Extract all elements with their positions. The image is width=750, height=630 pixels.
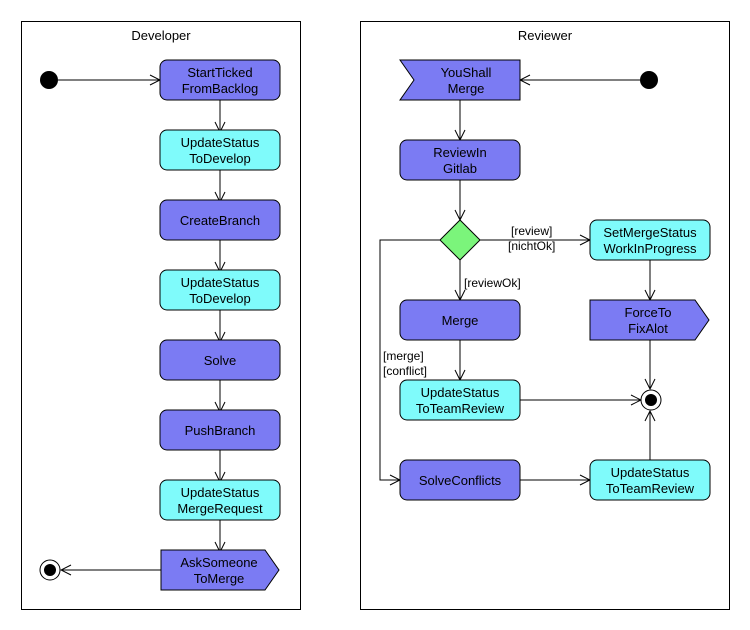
review-in-gitlab-line2: Gitlab: [443, 161, 477, 176]
guard-review-ok: [reviewOk]: [464, 276, 521, 290]
start-ticket-label-line2: FromBacklog: [182, 81, 259, 96]
developer-lane-title: Developer: [131, 28, 191, 43]
guard-conflict: [conflict]: [383, 364, 427, 378]
developer-start-node: [40, 71, 58, 89]
guard-review: [review]: [511, 224, 552, 238]
update-status-team-review-2-line2: ToTeamReview: [606, 481, 695, 496]
review-in-gitlab-line1: ReviewIn: [433, 145, 486, 160]
update-status-team-review-2-line1: UpdateStatus: [611, 465, 690, 480]
force-to-fix-line2: FixAlot: [628, 321, 668, 336]
update-status-team-review-1-node: UpdateStatus ToTeamReview: [399, 379, 521, 421]
update-status-team-review-1-line1: UpdateStatus: [421, 385, 500, 400]
update-status-develop-2-node: UpdateStatus ToDevelop: [159, 269, 281, 311]
review-in-gitlab-node: ReviewIn Gitlab: [399, 139, 521, 181]
update-status-merge-request-node: UpdateStatus MergeRequest: [159, 479, 281, 521]
start-ticket-label-line1: StartTicked: [187, 65, 252, 80]
force-to-fix-alot-node: ForceTo FixAlot: [589, 299, 710, 341]
solve-node: Solve: [159, 339, 281, 381]
merge-label: Merge: [442, 313, 479, 328]
update-status-develop-1-line1: UpdateStatus: [181, 135, 260, 150]
merge-node: Merge: [399, 299, 521, 341]
ask-someone-line1: AskSomeone: [180, 555, 257, 570]
guard-nicht-ok: [nichtOk]: [508, 239, 555, 253]
edge-decision-to-solveconflicts: [379, 239, 440, 480]
update-status-team-review-1-line2: ToTeamReview: [416, 401, 505, 416]
you-shall-merge-node: YouShall Merge: [399, 59, 521, 101]
reviewer-end-node: [640, 389, 662, 411]
update-status-merge-request-line1: UpdateStatus: [181, 485, 260, 500]
push-branch-node: PushBranch: [159, 409, 281, 451]
create-branch-label: CreateBranch: [180, 213, 260, 228]
reviewer-lane-title: Reviewer: [517, 28, 573, 43]
solve-label: Solve: [204, 353, 237, 368]
update-status-team-review-2-node: UpdateStatus ToTeamReview: [589, 459, 711, 501]
set-merge-status-line1: SetMergeStatus: [603, 225, 697, 240]
start-ticket-node: StartTicked FromBacklog: [159, 59, 281, 101]
set-merge-status-line2: WorkInProgress: [604, 241, 697, 256]
set-merge-status-node: SetMergeStatus WorkInProgress: [589, 219, 711, 261]
force-to-fix-line1: ForceTo: [625, 305, 672, 320]
create-branch-node: CreateBranch: [159, 199, 281, 241]
developer-end-node: [39, 559, 61, 581]
update-status-develop-1-node: UpdateStatus ToDevelop: [159, 129, 281, 171]
solve-conflicts-node: SolveConflicts: [399, 459, 521, 501]
reviewer-start-node: [640, 71, 658, 89]
update-status-develop-2-line2: ToDevelop: [189, 291, 250, 306]
update-status-develop-2-line1: UpdateStatus: [181, 275, 260, 290]
push-branch-label: PushBranch: [185, 423, 256, 438]
guard-merge: [merge]: [383, 349, 424, 363]
ask-someone-line2: ToMerge: [194, 571, 245, 586]
review-decision: [439, 219, 481, 261]
you-shall-merge-line1: YouShall: [441, 65, 492, 80]
ask-someone-to-merge-node: AskSomeone ToMerge: [160, 549, 280, 591]
solve-conflicts-label: SolveConflicts: [419, 473, 502, 488]
update-status-develop-1-line2: ToDevelop: [189, 151, 250, 166]
update-status-merge-request-line2: MergeRequest: [177, 501, 263, 516]
you-shall-merge-line2: Merge: [448, 81, 485, 96]
